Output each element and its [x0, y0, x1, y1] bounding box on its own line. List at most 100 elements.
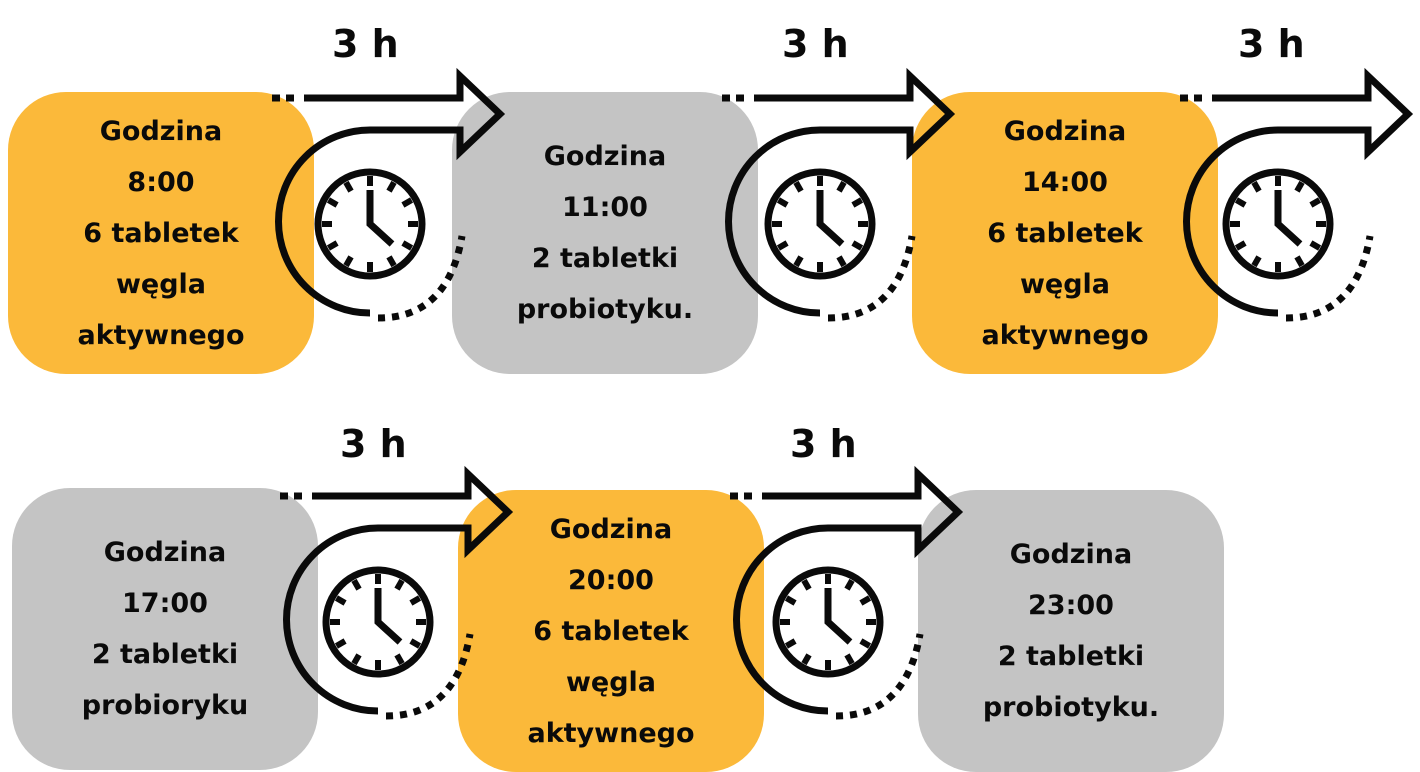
clock-tick [784, 595, 797, 606]
step-2-line-1: Godzina [543, 141, 667, 172]
step-1-line-5: aktywnego [77, 319, 245, 351]
clock-tick [1294, 255, 1305, 268]
step-card-4: Godzina 17:00 2 tabletki probioryku [12, 488, 318, 770]
step-5-line-2: 20:00 [568, 564, 654, 596]
clock-tick [334, 595, 347, 606]
arrow-outline [733, 465, 964, 715]
clock-tick [851, 240, 864, 251]
interval-connector-5 [730, 465, 964, 720]
clock-tick [1234, 240, 1247, 251]
loop-tail-dots [1285, 235, 1374, 322]
step-4-line-1: Godzina [103, 537, 227, 568]
arrow-outline [1183, 67, 1414, 317]
clock-tick [851, 197, 864, 208]
step-3-line-2: 14:00 [1022, 166, 1108, 198]
clock-tick [343, 255, 354, 268]
step-card-3: Godzina 14:00 6 tabletek węgla aktywnego [912, 92, 1218, 374]
step-5-line-5: aktywnego [527, 717, 695, 749]
clock-tick [784, 638, 797, 649]
clock-tick [1294, 180, 1305, 193]
clock-icon [322, 566, 434, 678]
step-5-line-3: 6 tabletek [533, 615, 689, 647]
clock-tick [409, 595, 422, 606]
loop-tail-dots [377, 235, 466, 322]
arrow-right-icon [280, 465, 514, 720]
step-6-line-1: Godzina [1009, 539, 1133, 570]
step-1-line-2: 8:00 [127, 166, 195, 198]
loop-tail-dots [827, 235, 916, 322]
step-1-line-4: węgla [115, 268, 207, 300]
clock-tick [409, 638, 422, 649]
clock-tick [401, 197, 414, 208]
step-4-line-4: probioryku [81, 690, 249, 721]
clock-tick [394, 653, 405, 666]
clock-icon [1222, 168, 1334, 280]
clock-tick [844, 653, 855, 666]
interval-label-5: 3 h [790, 422, 857, 466]
step-2-line-4: probiotyku. [516, 294, 694, 325]
step-6-line-4: probiotyku. [982, 692, 1160, 723]
clock-icon [314, 168, 426, 280]
arrow-right-icon [272, 67, 506, 322]
step-3-line-4: węgla [1019, 268, 1111, 300]
clock-tick [343, 180, 354, 193]
step-3-line-3: 6 tabletek [987, 217, 1143, 249]
clock-tick [1251, 255, 1262, 268]
loop-tail-dots [835, 633, 924, 720]
clock-tick [1251, 180, 1262, 193]
interval-connector-3 [1180, 67, 1414, 322]
step-5-line-4: węgla [565, 666, 657, 698]
arrow-outline [275, 67, 506, 317]
clock-tick [326, 240, 339, 251]
clock-tick [394, 578, 405, 591]
clock-tick [1309, 197, 1322, 208]
arrow-right-icon [1180, 67, 1414, 322]
clock-tick [351, 653, 362, 666]
clock-tick [793, 255, 804, 268]
clock-tick [801, 578, 812, 591]
clock-hands [374, 588, 403, 645]
clock-tick [351, 578, 362, 591]
arrow-right-icon [722, 67, 956, 322]
step-3-line-5: aktywnego [981, 319, 1149, 351]
clock-hands [1274, 190, 1303, 247]
step-4-line-3: 2 tabletki [91, 639, 239, 670]
clock-tick [386, 180, 397, 193]
interval-connector-1 [272, 67, 506, 322]
clock-tick [836, 180, 847, 193]
clock-tick [776, 240, 789, 251]
loop-tail-dots [385, 633, 474, 720]
step-1-line-1: Godzina [99, 115, 223, 147]
step-card-6: Godzina 23:00 2 tabletki probiotyku. [918, 490, 1224, 772]
clock-tick [793, 180, 804, 193]
step-1-line-3: 6 tabletek [83, 217, 239, 249]
step-6-line-2: 23:00 [1028, 590, 1114, 621]
interval-connector-4 [280, 465, 514, 720]
clock-tick [401, 240, 414, 251]
arrow-outline [725, 67, 956, 317]
step-card-1: Godzina 8:00 6 tabletek węgla aktywnego [8, 92, 314, 374]
step-card-5: Godzina 20:00 6 tabletek węgla aktywnego [458, 490, 764, 772]
interval-label-1: 3 h [332, 22, 399, 66]
interval-label-4: 3 h [340, 422, 407, 466]
interval-label-2: 3 h [782, 22, 849, 66]
clock-hands [824, 588, 853, 645]
clock-tick [776, 197, 789, 208]
clock-tick [326, 197, 339, 208]
clock-tick [859, 638, 872, 649]
clock-tick [859, 595, 872, 606]
step-card-2: Godzina 11:00 2 tabletki probiotyku. [452, 92, 758, 374]
step-2-line-3: 2 tabletki [531, 243, 679, 274]
arrow-right-icon [730, 465, 964, 720]
clock-hands [366, 190, 395, 247]
step-5-line-1: Godzina [549, 513, 673, 545]
arrow-outline [283, 465, 514, 715]
step-4-line-2: 17:00 [122, 588, 208, 619]
clock-tick [836, 255, 847, 268]
clock-icon [764, 168, 876, 280]
clock-tick [801, 653, 812, 666]
clock-tick [844, 578, 855, 591]
clock-icon [772, 566, 884, 678]
interval-label-3: 3 h [1238, 22, 1305, 66]
clock-tick [334, 638, 347, 649]
